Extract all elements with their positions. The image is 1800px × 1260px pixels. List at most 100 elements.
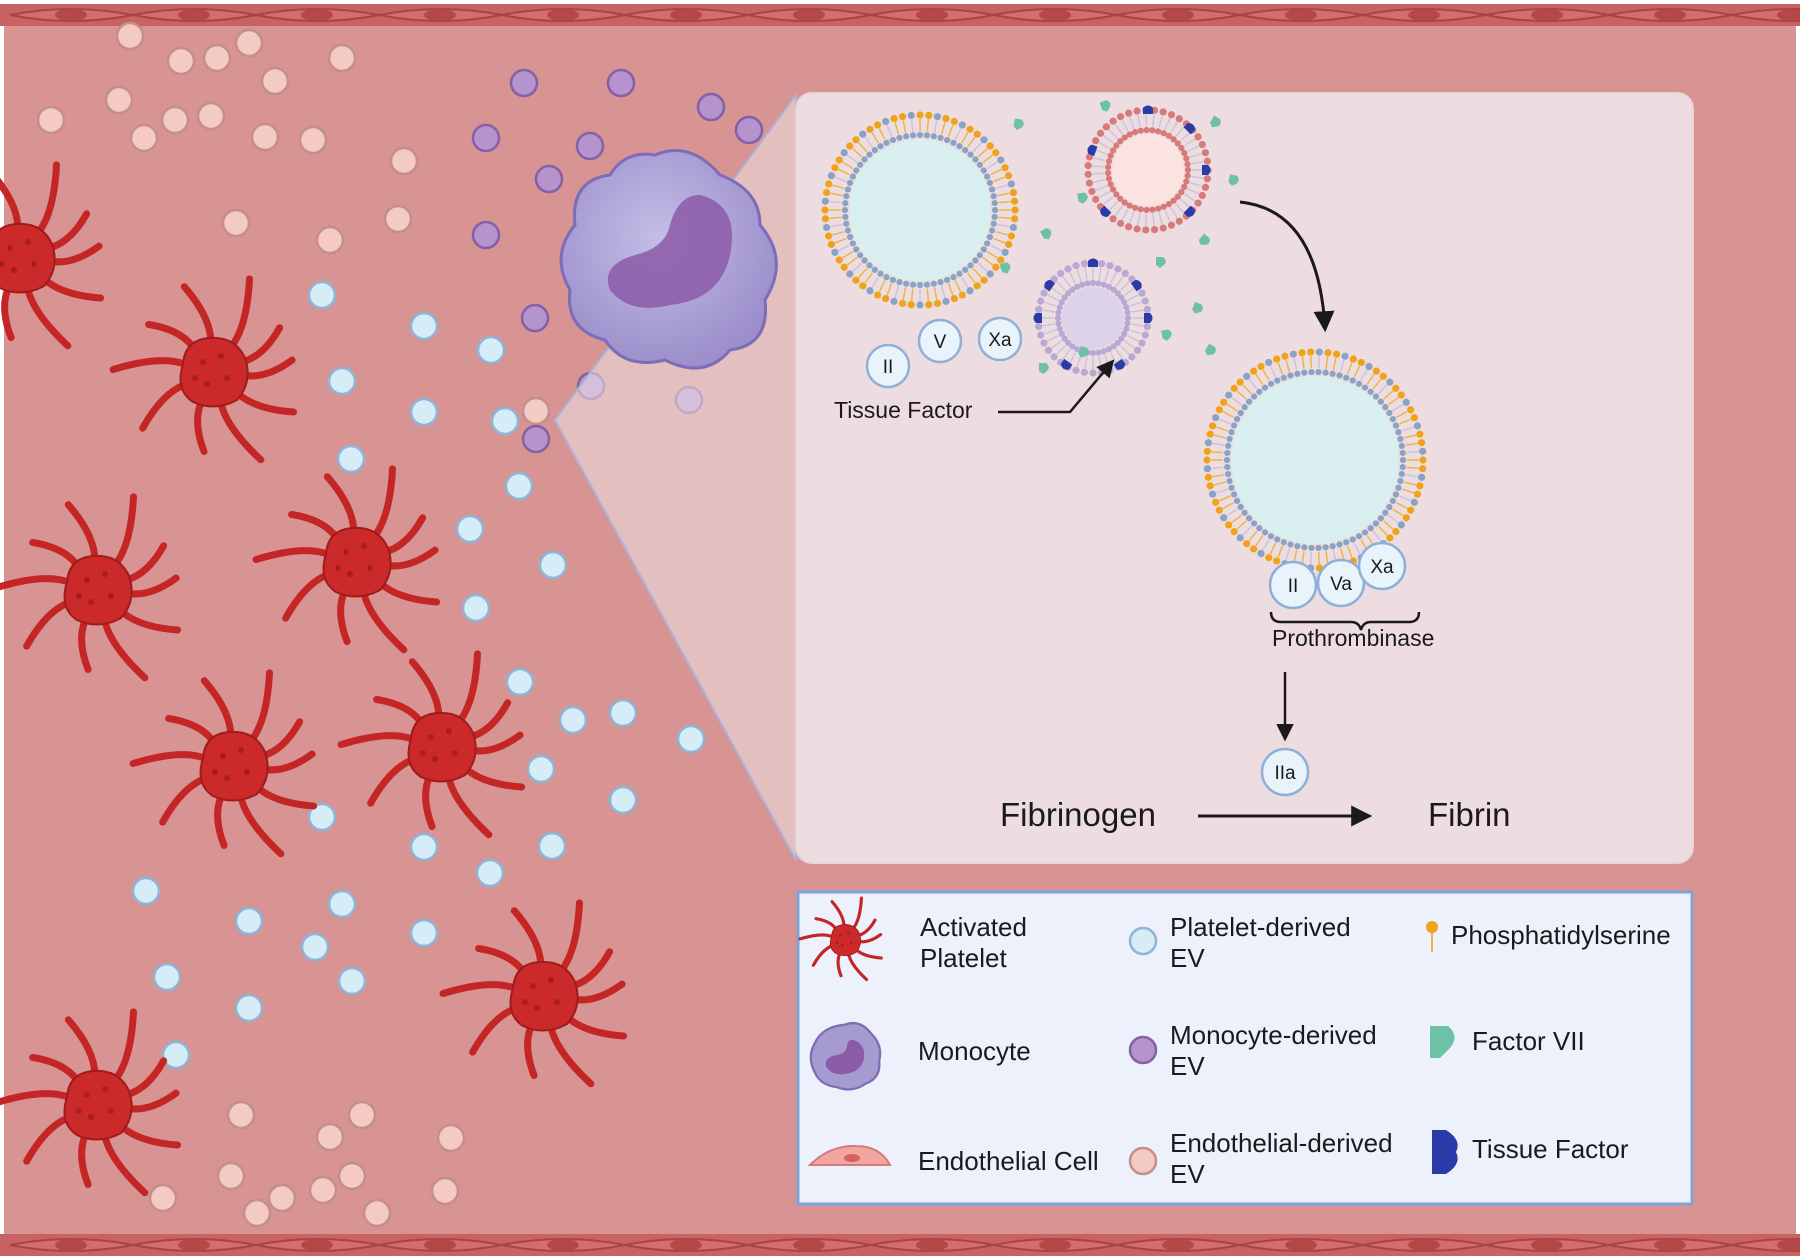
lipid-head <box>986 270 994 278</box>
endothelial-ev <box>196 101 226 131</box>
lipid-tail <box>1301 356 1305 369</box>
lipid-head <box>1336 541 1343 548</box>
lipid-head <box>1280 374 1287 381</box>
lipid-head <box>1121 199 1128 206</box>
lipid-head <box>1143 126 1150 134</box>
lipid-tail <box>878 280 886 292</box>
lipid-head <box>1105 346 1112 353</box>
lipid-head <box>874 291 882 299</box>
lipid-head <box>1178 188 1185 196</box>
lipid-head <box>973 130 981 138</box>
complex-factor-xa: Xa <box>1357 541 1407 591</box>
lipid-head <box>1203 175 1211 183</box>
endothelial-ev <box>250 122 280 152</box>
endothelial-ev <box>308 1175 338 1205</box>
platelet-granule <box>108 1108 114 1114</box>
lipid-head <box>1379 372 1387 380</box>
platelet-ev <box>300 932 330 962</box>
lipid-head <box>942 115 950 123</box>
platelet-ev <box>327 366 357 396</box>
lipid-head <box>986 233 994 241</box>
lipid-tail <box>986 250 998 259</box>
lipid-head <box>1243 372 1251 380</box>
lipid-tail <box>1262 369 1270 381</box>
platelet-granule <box>25 239 31 245</box>
lipid-tail <box>829 216 842 220</box>
endothelial-nucleus <box>1531 1239 1563 1251</box>
legend-icon-monocyte <box>809 1021 882 1091</box>
lipid-head <box>1092 195 1100 203</box>
lipid-tail <box>1236 390 1247 400</box>
lipid-head <box>1009 188 1017 197</box>
svg-text:Xa: Xa <box>988 330 1012 351</box>
lipid-head <box>1183 178 1190 185</box>
endothelial-ev <box>327 43 357 73</box>
lipid-tail <box>1404 481 1417 486</box>
tissue-factor <box>1033 313 1042 323</box>
lipid-head <box>1236 378 1244 386</box>
lipid-head <box>1128 275 1136 283</box>
lipid-head <box>992 263 1000 271</box>
lipid-head <box>866 287 874 295</box>
lipid-head <box>1230 491 1238 498</box>
endothelial-wall-bottom <box>0 1234 1800 1256</box>
lipid-head <box>1114 339 1121 346</box>
lipid-head <box>937 134 944 141</box>
lipid-tail <box>926 119 930 132</box>
lipid-tail <box>858 142 868 153</box>
monocyte <box>559 149 778 370</box>
lipid-head <box>1204 473 1212 481</box>
vesicle-lumen <box>1231 376 1399 544</box>
lipid-head <box>840 149 848 157</box>
lipid-head <box>1386 409 1393 417</box>
lipid-tail <box>1372 530 1382 542</box>
lipid-head <box>1341 352 1349 360</box>
lipid-head <box>849 240 856 247</box>
lipid-tail <box>1388 514 1399 524</box>
lipid-head <box>1074 283 1081 290</box>
lipid-head <box>1329 370 1336 377</box>
lipid-head <box>844 186 851 193</box>
lipid-head <box>1201 183 1210 191</box>
lipid-head <box>1044 346 1053 354</box>
endothelial-nucleus <box>1162 1239 1194 1251</box>
lipid-head <box>1184 161 1191 168</box>
lipid-head <box>1389 416 1397 423</box>
lipid-tail <box>1231 396 1242 406</box>
endothelial-ev <box>221 208 251 238</box>
lipid-tail <box>1269 365 1277 378</box>
lipid-head <box>1124 314 1132 322</box>
lipid-head <box>1230 528 1238 536</box>
factor-vii <box>999 262 1011 274</box>
lipid-tail <box>1213 434 1226 439</box>
lipid-tail <box>852 262 863 272</box>
lipid-head <box>1058 299 1065 306</box>
platelet-ev-prothrombinase <box>1203 348 1427 572</box>
lipid-tail <box>1180 132 1191 142</box>
lipid-head <box>1386 378 1394 386</box>
lipid-tail <box>838 244 850 252</box>
endothelial-ev <box>389 146 419 176</box>
lipid-tail <box>997 192 1010 197</box>
lipid-tail <box>986 161 998 170</box>
lipid-head <box>1333 350 1341 358</box>
lipid-head <box>1274 377 1281 384</box>
endothelial-nucleus <box>547 1239 579 1251</box>
lipid-tail <box>1084 267 1088 280</box>
lipid-head <box>967 151 974 158</box>
lipid-head <box>1372 520 1380 527</box>
endothelial-ev <box>148 1183 178 1213</box>
lipid-head <box>831 164 839 172</box>
platelet-granule <box>840 944 844 947</box>
lipid-head <box>916 301 924 309</box>
endothelial-ev <box>315 225 345 255</box>
lipid-head <box>1184 166 1192 174</box>
lipid-tail <box>1226 508 1238 517</box>
lipid-head <box>1308 368 1315 376</box>
platelet-ev <box>409 311 439 341</box>
lipid-head <box>1413 490 1422 498</box>
lipid-head <box>853 167 860 174</box>
legend-icon-phosphatidylserine <box>1426 921 1438 933</box>
factor-vii <box>1099 100 1111 112</box>
lipid-tail <box>864 136 873 148</box>
